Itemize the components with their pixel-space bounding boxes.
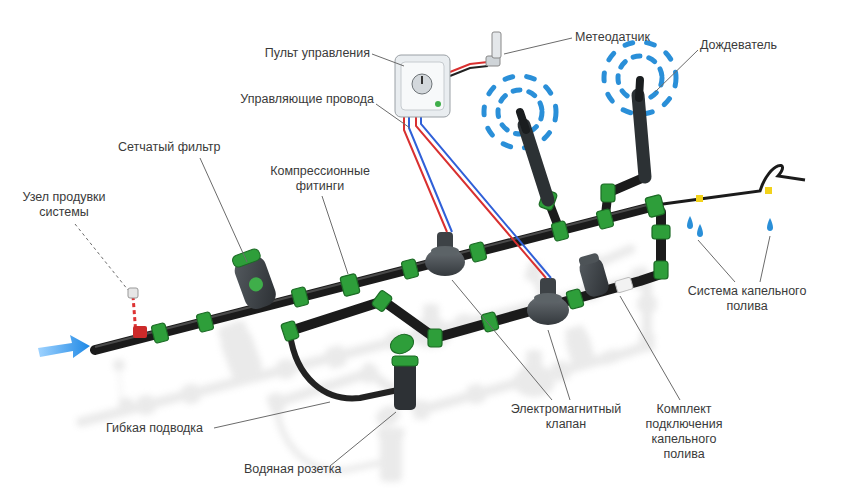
spray-ring	[484, 76, 556, 148]
part-label: Сетчатый фильтр	[118, 140, 248, 155]
fitting	[596, 209, 614, 230]
drip-tube	[663, 165, 805, 204]
sprinkler-head	[639, 80, 640, 98]
sprinkler-body	[524, 125, 548, 200]
pipe-highlight	[95, 203, 655, 347]
leader-line	[75, 224, 128, 290]
drip-filter	[576, 252, 611, 299]
socket-ring	[392, 356, 418, 366]
socket-lid	[387, 331, 416, 357]
fitting	[645, 194, 665, 217]
valve-top	[431, 246, 459, 256]
wire	[450, 66, 488, 76]
leader-line	[548, 330, 570, 400]
controller-panel	[401, 62, 444, 110]
dripper	[765, 187, 772, 194]
fitting	[469, 242, 487, 263]
part-label: Система капельного полива	[672, 284, 822, 314]
water-spray	[484, 76, 556, 148]
dial-pointer	[421, 76, 423, 84]
branch-pipe	[382, 212, 661, 338]
fitting	[371, 290, 393, 313]
leader-line	[330, 412, 396, 466]
leader-line	[655, 50, 698, 92]
spray-ring	[618, 56, 662, 100]
part-label: Дождеватель	[700, 38, 810, 53]
leader-line	[200, 158, 247, 262]
sprinkler	[484, 76, 556, 200]
sprinkler-body	[638, 95, 645, 177]
leader-line	[698, 240, 735, 282]
solenoid-valve	[425, 232, 465, 276]
water-drop	[697, 224, 703, 237]
fitting	[654, 261, 668, 279]
sprinkler	[604, 42, 676, 177]
leader-line	[376, 104, 410, 128]
water-socket	[387, 331, 418, 410]
part-label: Комплект подключения капельного полива	[636, 402, 732, 462]
fitting	[196, 312, 214, 333]
part-label: Водяная розетка	[244, 462, 374, 477]
part-label: Пульт управления	[240, 46, 370, 61]
controller-dial	[412, 74, 432, 94]
flow-arrow	[38, 335, 90, 358]
fitting	[281, 320, 300, 341]
fitting	[551, 221, 569, 242]
water-drop	[767, 218, 773, 231]
controller	[395, 55, 450, 117]
wire	[404, 117, 447, 232]
leader-line	[322, 196, 348, 274]
part-label: Метеодатчик	[575, 30, 685, 45]
blowoff-tap	[128, 288, 138, 298]
leader-line	[372, 54, 404, 66]
filter-logo	[247, 275, 265, 293]
leader-line	[760, 236, 770, 282]
weather-sensor	[486, 32, 501, 66]
drip-system	[663, 165, 805, 237]
dripper	[696, 195, 703, 202]
water-drop	[687, 216, 693, 229]
filter-cap	[578, 252, 600, 266]
valve-top	[534, 293, 562, 303]
sensor-body	[492, 32, 501, 58]
part-label: Гибкая подводка	[106, 421, 236, 436]
part-label: Компрессионные фитинги	[262, 164, 378, 194]
leader-line	[452, 280, 552, 400]
fitting	[601, 184, 615, 202]
leader-line	[504, 38, 572, 54]
mesh-filter	[229, 247, 279, 312]
leader-line	[620, 296, 680, 400]
fitting	[291, 287, 309, 308]
fitting	[481, 311, 499, 332]
part-label: Электромагнитный клапан	[496, 402, 636, 432]
part-label: Управляющие провода	[224, 92, 374, 107]
branch-pipe	[290, 302, 380, 331]
blowoff-assembly	[128, 288, 147, 338]
fitting	[401, 259, 419, 280]
wire	[421, 117, 551, 278]
solenoid-valve	[527, 278, 569, 325]
fitting	[428, 329, 442, 347]
compression-fittings	[151, 184, 670, 347]
pipework	[95, 177, 670, 410]
sprinkler-head	[520, 112, 526, 130]
fitting	[652, 225, 670, 239]
blowoff-valve	[133, 326, 147, 338]
fitting	[566, 288, 584, 309]
filter-cap	[231, 248, 261, 269]
fitting	[151, 323, 169, 344]
leader-lines	[75, 38, 770, 466]
controller-case	[395, 55, 450, 117]
main-pipe	[95, 206, 655, 350]
part-label: Узел продувки системы	[14, 190, 114, 220]
controller-logo	[435, 101, 441, 107]
leader-line	[214, 402, 330, 428]
fitting	[340, 273, 360, 296]
flexible-hose	[290, 334, 398, 398]
drip-connector	[615, 277, 634, 293]
